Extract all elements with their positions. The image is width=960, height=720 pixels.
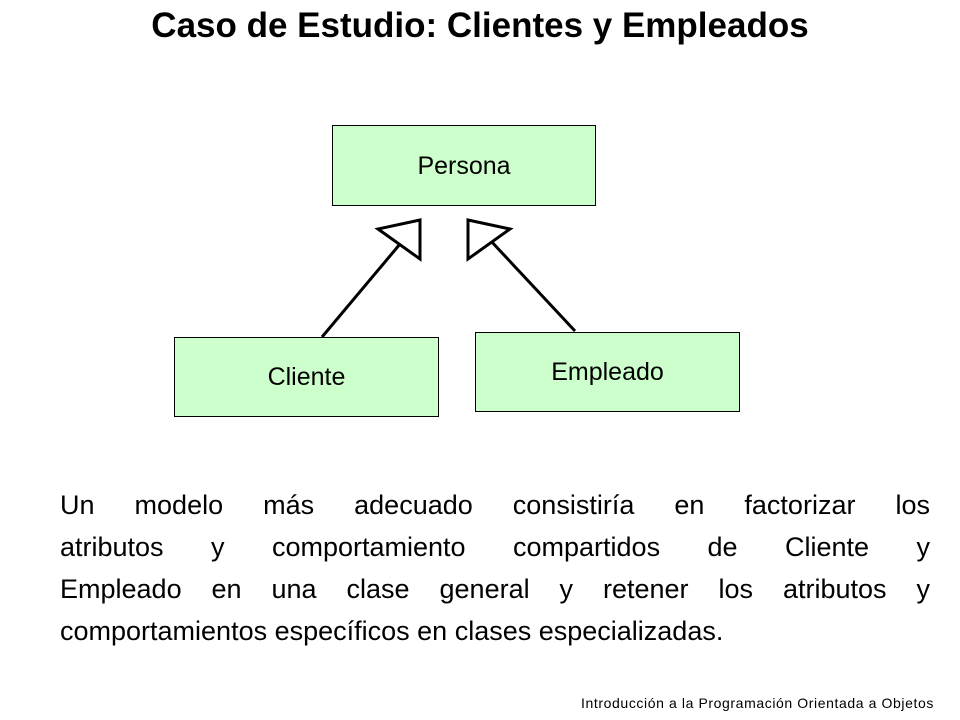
cliente-inheritance-arrowhead [374, 218, 422, 262]
class-label-persona: Persona [417, 151, 511, 180]
cliente-inheritance-line [320, 243, 402, 338]
slide-footer: Introducción a la Programación Orientada… [581, 695, 934, 711]
empleado-inheritance-line [488, 238, 577, 333]
class-label-cliente: Cliente [267, 363, 346, 391]
body-line: Empleado en una clase general y retener … [60, 574, 930, 604]
class-box-empleado: Empleado [475, 332, 740, 412]
class-box-cliente: Cliente [174, 337, 439, 417]
slide-title: Caso de Estudio: Clientes y Empleados [151, 6, 809, 45]
class-label-empleado: Empleado [551, 358, 664, 386]
body-line: Un modelo más adecuado consistiría en fa… [60, 490, 930, 520]
body-line: comportamientos específicos en clases es… [60, 616, 724, 646]
class-box-persona: Persona [332, 125, 596, 206]
body-paragraph: Un modelo más adecuado consistiría en fa… [60, 484, 930, 652]
empleado-inheritance-arrowhead [466, 218, 514, 262]
body-line: atributos y comportamiento compartidos d… [60, 532, 930, 562]
